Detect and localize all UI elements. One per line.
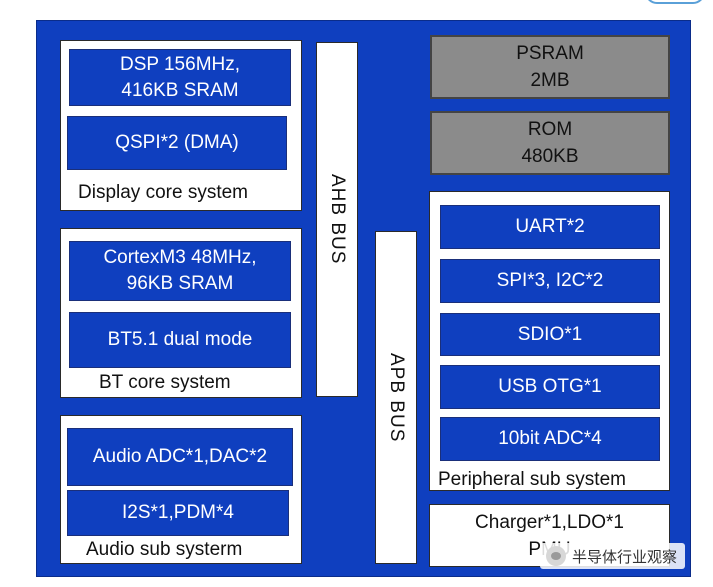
watermark-text: 半导体行业观察 xyxy=(572,547,678,566)
display-core-caption: Display core system xyxy=(78,182,248,203)
apb-bus-label: APB BUS xyxy=(386,352,407,443)
bt-core-caption: BT core system xyxy=(99,372,231,393)
display-core-panel: DSP 156MHz, 416KB SRAM QSPI*2 (DMA) Disp… xyxy=(60,40,302,211)
dsp-block: DSP 156MHz, 416KB SRAM xyxy=(69,49,291,106)
bt-core-panel: CortexM3 48MHz, 96KB SRAM BT5.1 dual mod… xyxy=(60,228,302,398)
ahb-bus: AHB BUS xyxy=(316,42,358,397)
bt51-block: BT5.1 dual mode xyxy=(69,312,291,368)
corner-decoration xyxy=(645,0,705,4)
spi-i2c-block: SPI*3, I2C*2 xyxy=(440,259,660,303)
peripheral-sub-caption: Peripheral sub system xyxy=(438,469,626,490)
peripheral-sub-panel: UART*2 SPI*3, I2C*2 SDIO*1 USB OTG*1 10b… xyxy=(429,191,670,491)
soc-block-diagram: DSP 156MHz, 416KB SRAM QSPI*2 (DMA) Disp… xyxy=(36,20,691,577)
uart-block: UART*2 xyxy=(440,205,660,249)
rom-block: ROM 480KB xyxy=(430,111,670,175)
wechat-logo-icon xyxy=(546,546,566,566)
sdio-block: SDIO*1 xyxy=(440,313,660,356)
i2s-pdm-block: I2S*1,PDM*4 xyxy=(67,490,289,536)
audio-sub-panel: Audio ADC*1,DAC*2 I2S*1,PDM*4 Audio sub … xyxy=(60,415,302,564)
audio-sub-caption: Audio sub systerm xyxy=(86,539,243,560)
cortex-m3-block: CortexM3 48MHz, 96KB SRAM xyxy=(69,241,291,301)
adc-10bit-block: 10bit ADC*4 xyxy=(440,417,660,461)
usb-otg-block: USB OTG*1 xyxy=(440,365,660,409)
watermark: 半导体行业观察 xyxy=(540,543,686,569)
audio-adc-dac-block: Audio ADC*1,DAC*2 xyxy=(67,428,293,486)
apb-bus: APB BUS xyxy=(375,231,417,564)
qspi-block: QSPI*2 (DMA) xyxy=(67,116,287,170)
psram-block: PSRAM 2MB xyxy=(430,35,670,99)
ahb-bus-label: AHB BUS xyxy=(327,174,348,265)
